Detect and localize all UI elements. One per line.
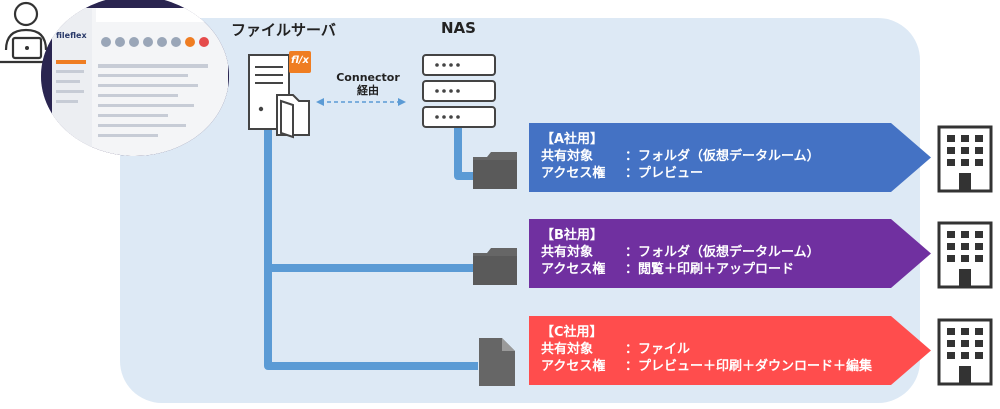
company-a-title: 【A社用】 — [541, 132, 604, 147]
user-icon — [0, 1, 58, 64]
share-target-key: 共有対象 — [541, 149, 594, 164]
svg-text:fl∕x: fl∕x — [291, 55, 310, 66]
share-target-key: 共有対象 — [541, 342, 594, 357]
company-c-title: 【C社用】 — [541, 325, 603, 340]
laptop-icon — [0, 36, 58, 64]
building-icon — [937, 221, 993, 289]
server-to-b-folder-line — [264, 120, 478, 272]
share-target-value: ：フォルダ（仮想データルーム） — [625, 245, 820, 260]
app-screenshot-circle: fileflex — [41, 0, 229, 156]
company-a-access-panel: 【A社用】 共有対象 ：フォルダ（仮想データルーム） アクセス権 ：プレビュー — [529, 123, 931, 192]
app-logo: fileflex — [56, 31, 87, 40]
share-target-key: 共有対象 — [541, 245, 594, 260]
share-target-value: ：ファイル — [625, 342, 691, 357]
nas-label: NAS — [441, 19, 476, 37]
access-right-key: アクセス権 — [541, 262, 606, 277]
server-to-c-file-line — [264, 260, 478, 370]
connector-label: Connector 経由 — [336, 71, 400, 97]
company-b-access-panel: 【B社用】 共有対象 ：フォルダ（仮想データルーム） アクセス権 ：閲覧＋印刷＋アッ… — [529, 219, 931, 288]
folder-icon — [473, 248, 517, 285]
access-right-key: アクセス権 — [541, 166, 606, 181]
access-right-value: ：閲覧＋印刷＋アップロード — [625, 262, 795, 277]
access-right-value: ：プレビュー — [625, 166, 704, 181]
connector-arrow — [316, 98, 406, 106]
access-right-key: アクセス権 — [541, 359, 606, 374]
share-target-value: ：フォルダ（仮想データルーム） — [625, 149, 820, 164]
nas-icon — [422, 54, 496, 128]
building-icon — [937, 318, 993, 386]
file-server-icon: fl∕x — [248, 51, 311, 139]
building-icon — [937, 125, 993, 193]
company-b-title: 【B社用】 — [541, 228, 603, 243]
access-right-value: ：プレビュー＋印刷＋ダウンロード＋編集 — [625, 359, 873, 374]
folder-icon — [473, 152, 517, 189]
fileflex-badge — [289, 51, 311, 73]
file-icon — [479, 338, 515, 386]
nas-to-a-folder-line — [454, 128, 478, 180]
company-c-access-panel: 【C社用】 共有対象 ：ファイル アクセス権 ：プレビュー＋印刷＋ダウンロード＋編集 — [529, 316, 931, 385]
file-server-label: ファイルサーバ — [231, 21, 336, 39]
